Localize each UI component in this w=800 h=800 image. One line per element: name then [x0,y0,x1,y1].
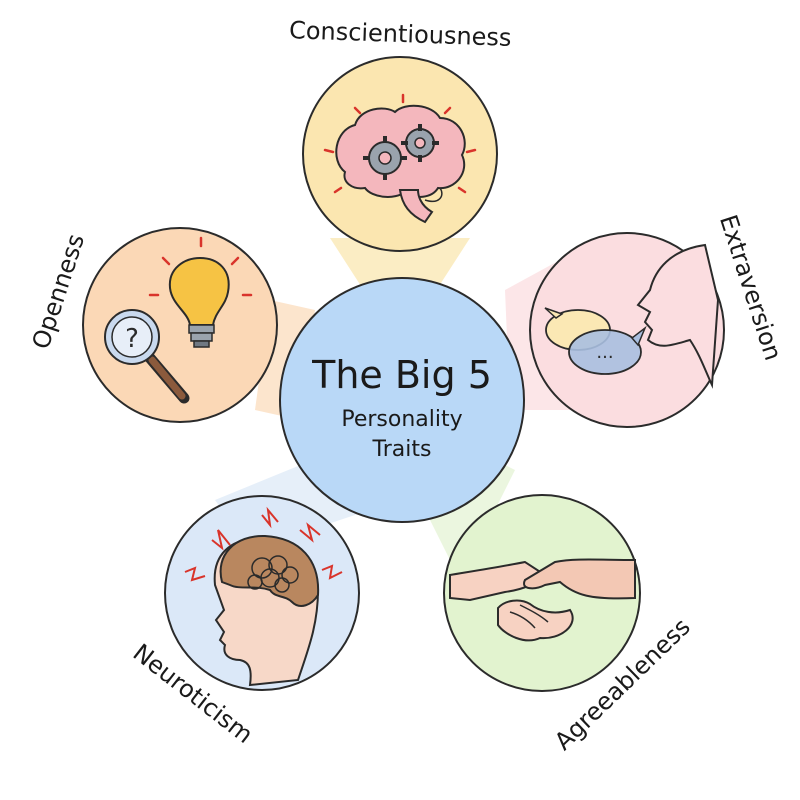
speech-bubble-ellipsis: ... [596,342,613,363]
label-conscientiousness: Conscientiousness [289,16,512,52]
handshake-icon [449,558,636,642]
center-subtitle-line1: Personality [341,407,462,432]
center-circle [279,277,525,523]
center-subtitle-line2: Traits [372,437,432,462]
lightbulb-magnifier-icon: ? [104,236,253,404]
center-title: The Big 5 [311,353,492,397]
trait-openness: ? [82,227,278,423]
trait-circle-agreeableness [443,494,641,692]
trait-extraversion: ... [529,232,725,428]
svg-text:?: ? [125,324,139,354]
label-openness: Openness [27,231,90,353]
brain-gears-icon [323,93,477,224]
label-extraversion: Extraversion [714,211,787,364]
trait-conscientiousness [302,56,498,252]
trait-neuroticism [164,495,360,691]
trait-agreeableness [443,494,641,692]
center-topic: The Big 5 Personality Traits [279,277,525,523]
speaking-face-icon: ... [544,243,720,389]
stressed-head-icon [184,506,343,687]
